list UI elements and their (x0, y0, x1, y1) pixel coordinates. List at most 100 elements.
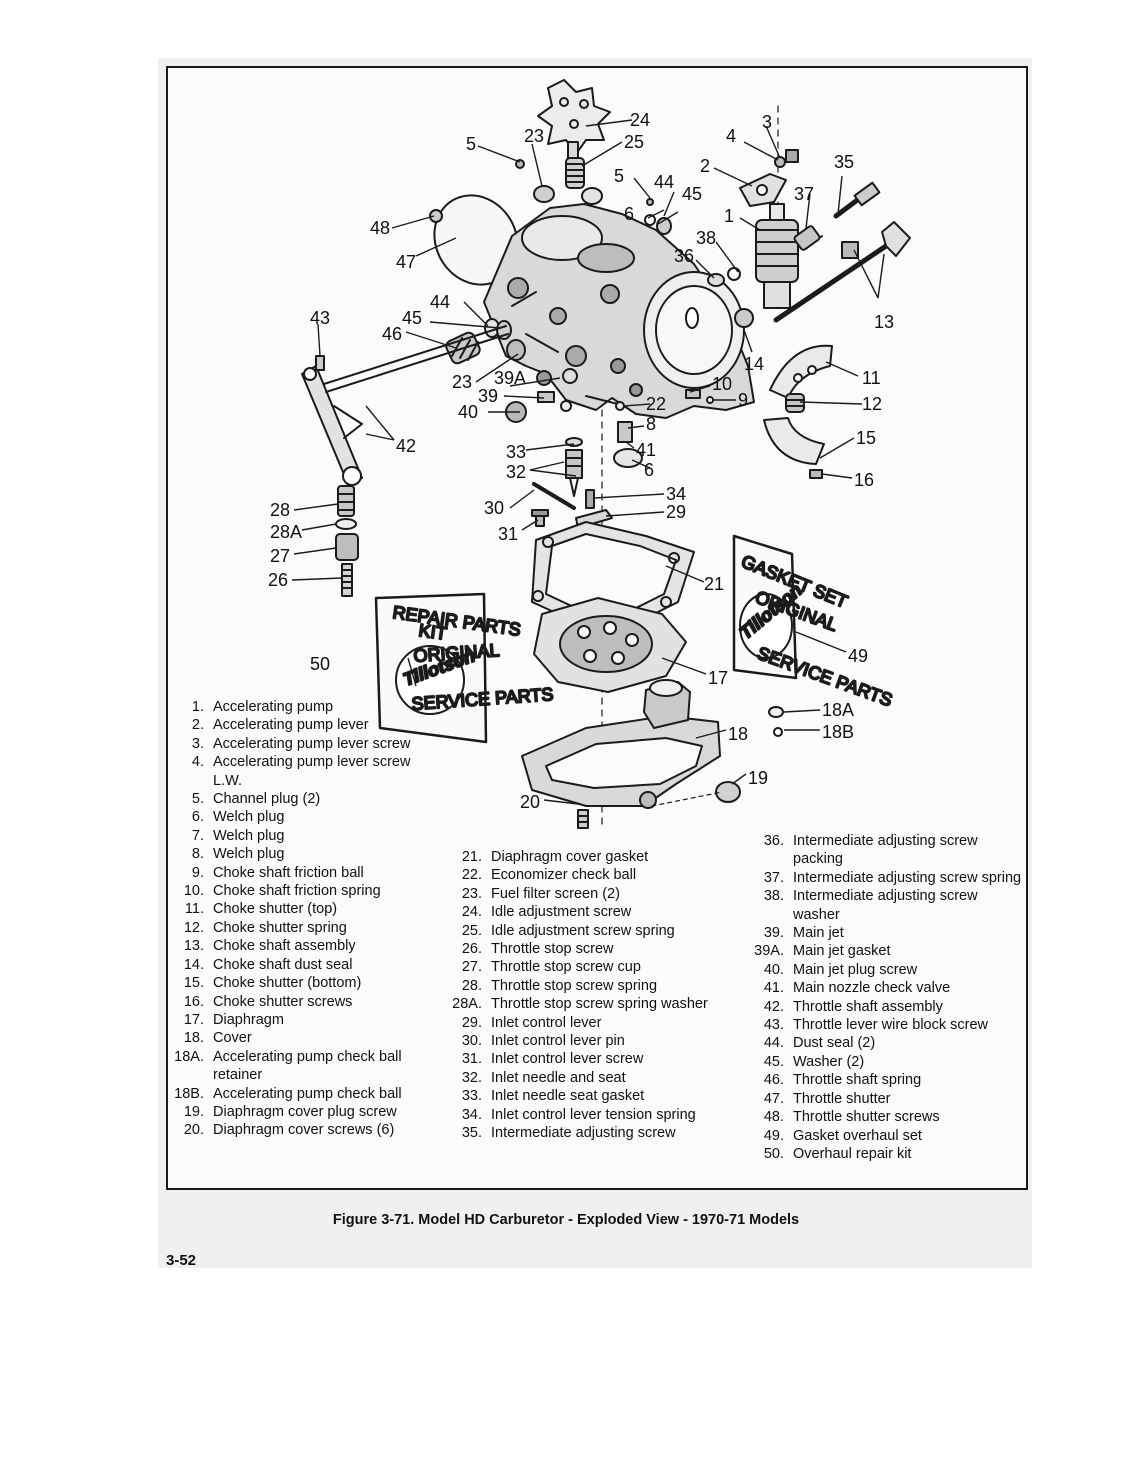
legend-item: 18.Cover (170, 1029, 420, 1047)
throttle-stop-screw (341, 563, 353, 597)
legend-number: 31. (461, 1051, 482, 1068)
callout-label: 28A (270, 522, 302, 542)
callout-label: 35 (834, 152, 854, 172)
callout-label: 47 (396, 252, 416, 272)
diaphragm-cover (521, 679, 721, 809)
legend-text: Accelerating pump lever (213, 717, 369, 734)
legend-item: 49.Gasket overhaul set (748, 1127, 1023, 1145)
legend-item: 3.Accelerating pump lever screw (170, 735, 420, 753)
legend-number: 41. (763, 980, 784, 997)
legend-number: 29. (461, 1014, 482, 1031)
legend-number: 50. (763, 1145, 784, 1162)
callout-label: 34 (666, 484, 686, 504)
welch-plug (617, 421, 633, 443)
throttle-stop-screw-spring (337, 485, 355, 517)
inlet-control-lever-tension-spring (585, 489, 595, 509)
legend-item: 25.Idle adjustment screw spring (448, 922, 728, 940)
legend-number: 17. (183, 1011, 204, 1028)
callout-label: 27 (270, 546, 290, 566)
legend-item: 39A. Main jet gasket (748, 942, 1023, 960)
legend-item: 13.Choke shaft assembly (170, 937, 420, 955)
legend-number: 21. (461, 849, 482, 865)
legend-text: Throttle lever wire block screw (793, 1017, 988, 1034)
callout-label: 43 (310, 308, 330, 328)
legend-number: 45. (763, 1053, 784, 1070)
gasket-set-card (732, 534, 798, 680)
legend-text: Inlet needle and seat (491, 1069, 626, 1086)
callout-label: 37 (794, 184, 814, 204)
legend-text: Main jet gasket (793, 943, 891, 960)
legend-number: 35. (461, 1125, 482, 1142)
welch-plug (581, 187, 603, 205)
legend-item: 39.Main jet (748, 924, 1023, 942)
callout-label: 9 (738, 390, 748, 410)
legend-text: Fuel filter screen (2) (491, 885, 620, 902)
legend-item: 50.Overhaul repair kit (748, 1145, 1023, 1163)
callout-label: 25 (624, 132, 644, 152)
legend-item: 22.Economizer check ball (448, 866, 728, 884)
legend-item: 1.Accelerating pump (170, 698, 420, 716)
diaphragm-cover-screw (577, 809, 589, 829)
legend-item: 17.Diaphragm (170, 1011, 420, 1029)
legend-item: 4.Accelerating pump lever screw L.W. (170, 753, 420, 790)
callout-label: 14 (744, 354, 764, 374)
legend-text: Welch plug (213, 846, 285, 863)
legend-number: 47. (763, 1090, 784, 1107)
legend-number: 37. (763, 869, 784, 886)
callout-label: 29 (666, 502, 686, 522)
repair-parts-kit-card (374, 592, 488, 744)
throttle-shutter-screw (429, 209, 443, 223)
legend-number: 28. (461, 977, 482, 994)
legend-item: 36.Intermediate adjusting screw packing (748, 832, 1023, 869)
legend-item: 30.Inlet control lever pin (448, 1032, 728, 1050)
choke-shaft-friction-spring (685, 389, 701, 399)
legend-item: 32.Inlet needle and seat (448, 1069, 728, 1087)
accelerating-pump (755, 203, 799, 309)
legend-number: 24. (461, 904, 482, 921)
legend-text: Accelerating pump lever screw L.W. (213, 754, 411, 789)
legend-item: 46.Throttle shaft spring (748, 1071, 1023, 1089)
callout-labels: 3 4 2 35 37 5 44 45 6 1 38 36 23 24 25 5… (268, 110, 894, 812)
channel-plug (646, 198, 654, 206)
legend-item: 42.Throttle shaft assembly (748, 998, 1023, 1016)
legend-number: 19. (183, 1103, 204, 1120)
callout-label: 38 (696, 228, 716, 248)
legend-number: 48. (763, 1109, 784, 1126)
legend-number: 42. (763, 998, 784, 1015)
callout-label: 50 (310, 654, 330, 674)
choke-shutter-spring (785, 393, 805, 413)
legend-text: Accelerating pump check ball retainer (213, 1048, 402, 1084)
callout-label: 5 (466, 134, 476, 154)
legend-number: 39A. (754, 943, 784, 960)
legend-text: Washer (2) (793, 1053, 865, 1070)
diaphragm-cover-plug-screw (715, 781, 741, 803)
washer (644, 214, 656, 226)
legend-text: Intermediate adjusting screw (491, 1125, 676, 1142)
legend-item: 5.Channel plug (2) (170, 790, 420, 808)
legend-number: 3. (191, 735, 204, 752)
legend-item: 6.Welch plug (170, 808, 420, 826)
legend-text: Throttle shaft spring (793, 1072, 922, 1089)
page-number: 3-52 (166, 1252, 197, 1269)
callout-label: 18B (822, 722, 854, 742)
legend-text: Choke shutter (top) (213, 901, 338, 918)
legend-item: 44.Dust seal (2) (748, 1034, 1023, 1052)
legend-text: Accelerating pump check ball (213, 1085, 402, 1102)
legend-text: Main nozzle check valve (793, 980, 951, 997)
legend-item: 35. Intermediate adjusting screw (448, 1124, 728, 1142)
legend-text: Cover (213, 1030, 252, 1047)
callout-label: 40 (458, 402, 478, 422)
legend-number: 10. (183, 883, 204, 900)
legend-item: 12.Choke shutter spring (170, 919, 420, 937)
accelerating-pump-lever-screw (785, 149, 799, 163)
choke-shaft-dust-seal (734, 308, 754, 328)
parts-legend-column-1: 1.Accelerating pump 2.Accelerating pump … (170, 698, 420, 1140)
legend-item: 7.Welch plug (170, 827, 420, 845)
leader-lines (291, 119, 885, 805)
legend-item: 28.Throttle stop screw spring (448, 977, 728, 995)
legend-text: Inlet control lever (491, 1014, 602, 1031)
legend-text: Idle adjustment screw spring (491, 922, 675, 939)
inlet-needle-and-seat (565, 449, 583, 497)
legend-item: 23.Fuel filter screen (2) (448, 885, 728, 903)
callout-label: 36 (674, 246, 694, 266)
